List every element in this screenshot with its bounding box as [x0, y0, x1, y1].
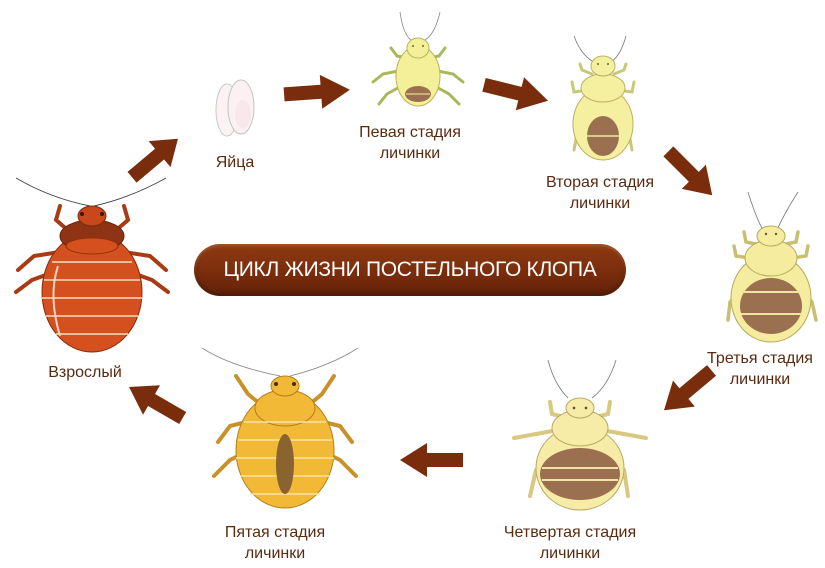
arrow-adult-to-eggs-icon	[127, 138, 178, 183]
arrow-nymph5-to-adult-icon	[129, 385, 187, 425]
arrow-eggs-to-nymph1-icon	[283, 74, 350, 109]
nymph-stage2-illustration-icon	[570, 35, 636, 161]
diagram-title: ЦИКЛ ЖИЗНИ ПОСТЕЛЬНОГО КЛОПА	[223, 258, 597, 281]
arrow-nymph3-to-nymph4-icon	[664, 365, 717, 411]
stage-label-nymph4: Четвертая стадия личинки	[503, 524, 637, 562]
arrow-nymph2-to-nymph3-icon	[663, 146, 713, 196]
stage-label-nymph1: Певая стадия личинки	[359, 124, 461, 162]
nymph-stage5-illustration-icon	[201, 347, 359, 509]
stage-label-nymph5: Пятая стадия личинки	[224, 524, 326, 562]
adult-bedbug-illustration-icon	[14, 177, 170, 353]
arrow-nymph4-to-nymph5-icon	[400, 443, 463, 477]
nymph-stage3-illustration-icon	[726, 191, 818, 343]
nymph-stage4-illustration-icon	[512, 359, 648, 511]
nymph-stage1-illustration-icon	[371, 11, 465, 107]
title-banner: ЦИКЛ ЖИЗНИ ПОСТЕЛЬНОГО КЛОПА	[194, 244, 626, 296]
stage-label-nymph2: Вторая стадия личинки	[545, 174, 655, 212]
eggs-illustration-icon	[215, 79, 255, 137]
arrow-nymph1-to-nymph2-icon	[482, 77, 549, 111]
stage-label-adult: Взрослый	[48, 364, 122, 381]
stage-label-eggs: Яйца	[215, 154, 255, 171]
stage-label-nymph3: Третья стадия личинки	[707, 350, 813, 388]
